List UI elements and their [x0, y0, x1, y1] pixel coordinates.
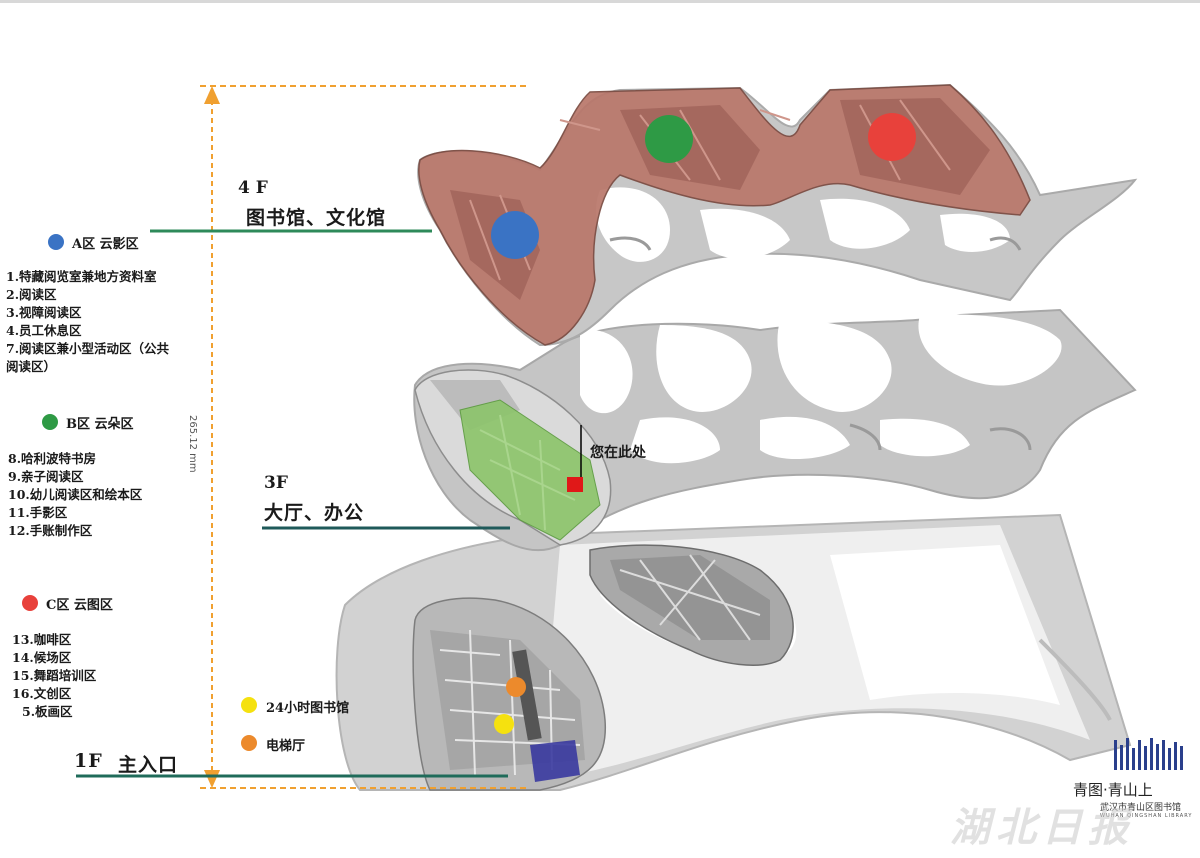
list-item: 3.视障阅读区 — [6, 305, 82, 320]
top-border — [0, 0, 1200, 3]
floor-4-name: 图书馆、文化馆 — [246, 207, 387, 229]
list-item: 14.候场区 — [12, 650, 72, 665]
list-item: 16.文创区 — [12, 686, 72, 701]
list-item: 9.亲子阅读区 — [8, 469, 84, 484]
list-item: 1.特藏阅览室兼地方资料室 — [6, 269, 157, 284]
library-24h-label: 24小时图书馆 — [266, 701, 350, 716]
list-item: 阅读区） — [6, 359, 57, 374]
list-item: 15.舞蹈培训区 — [12, 668, 97, 683]
zone-a-dot — [48, 234, 64, 250]
logo-english: WUHAN QINGSHAN LIBRARY — [1100, 813, 1193, 819]
zone-a-title: A区 云影区 — [72, 237, 139, 252]
floor-1-code: 1F — [74, 750, 103, 772]
list-item: 7.阅读区兼小型活动区（公共 — [6, 341, 170, 356]
elevator-label: 电梯厅 — [266, 739, 306, 754]
height-dimension-label: 265.12 mm — [187, 415, 198, 473]
logo-mark — [1114, 738, 1183, 770]
list-item: 2.阅读区 — [6, 287, 57, 302]
logo-subtitle: 武汉市青山区图书馆 — [1100, 803, 1182, 813]
zone-c-dot — [22, 595, 38, 611]
list-item: 13.咖啡区 — [12, 632, 72, 647]
zone-c-title: C区 云图区 — [46, 598, 113, 613]
list-item: 11.手影区 — [8, 505, 68, 520]
zone-a-list: 1.特藏阅览室兼地方资料室 2.阅读区 3.视障阅读区 4.员工休息区 7.阅读… — [6, 268, 169, 376]
zone-b-title: B区 云朵区 — [66, 417, 134, 432]
height-dimension — [200, 85, 528, 789]
floor-1-rooms-left — [412, 597, 607, 791]
list-item: 5.板画区 — [22, 704, 73, 719]
elevator-dot — [241, 735, 257, 751]
list-item: 8.哈利波特书房 — [8, 451, 97, 466]
zone-b-dot — [42, 414, 58, 430]
floor-3-rooms — [414, 369, 612, 546]
zone-b-list: 8.哈利波特书房 9.亲子阅读区 10.幼儿阅读区和绘本区 11.手影区 12.… — [8, 450, 142, 540]
floor-1-rooms-middle — [589, 544, 794, 666]
floor-3-name: 大厅、办公 — [264, 502, 365, 524]
elevator-marker — [506, 677, 526, 697]
list-item: 12.手账制作区 — [8, 523, 93, 538]
zone-b-marker — [645, 115, 693, 163]
zone-a-marker — [491, 211, 539, 259]
library-24h-dot — [241, 697, 257, 713]
you-are-here-label: 您在此处 — [590, 445, 646, 461]
watermark: 湖北日报 — [950, 805, 1134, 851]
zone-c-marker — [868, 113, 916, 161]
floor-3-code: 3F — [264, 473, 288, 493]
list-item: 10.幼儿阅读区和绘本区 — [8, 487, 143, 502]
list-item: 4.员工休息区 — [6, 323, 82, 338]
floor-1-name: 主入口 — [118, 754, 179, 776]
logo-title: 青图·青山上 — [1073, 781, 1153, 799]
library-24h-marker — [494, 714, 514, 734]
zone-c-list: 13.咖啡区 14.候场区 15.舞蹈培训区 16.文创区 5.板画区 — [12, 631, 96, 721]
floor-4-code: 4 F — [238, 178, 268, 198]
